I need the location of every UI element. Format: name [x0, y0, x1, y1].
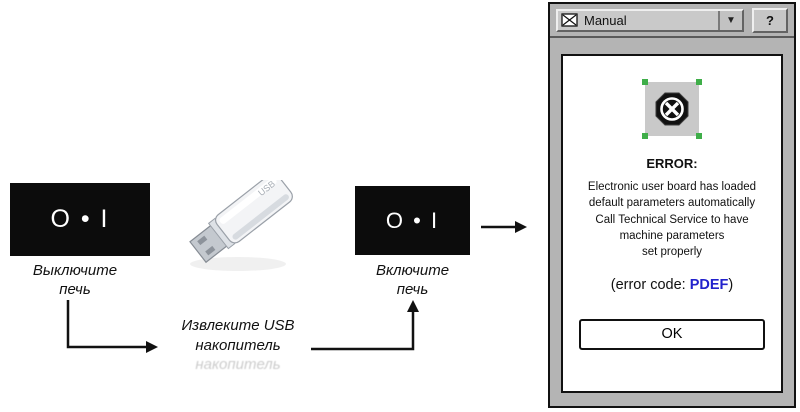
usb-drive-image: USB — [168, 173, 318, 285]
dropdown-arrow-button[interactable]: ▼ — [718, 10, 742, 30]
power-switch-symbol: O • I — [50, 205, 110, 233]
arrow-up-icon — [407, 300, 419, 312]
error-title: ERROR: — [646, 156, 698, 171]
manual-dialog: Manual ▼ ? ERROR: — [548, 2, 796, 408]
help-button[interactable]: ? — [752, 7, 788, 33]
dialog-body: ERROR: Electronic user board has loaded … — [550, 38, 794, 406]
error-code-value: PDEF — [689, 276, 729, 293]
selection-handle — [696, 79, 702, 85]
help-button-label: ? — [766, 12, 774, 28]
remove-usb-ghost-text: накопитель — [195, 356, 281, 373]
selection-handle — [642, 133, 648, 139]
error-code-line: (error code: PDEF) — [610, 276, 734, 293]
checkbox-x-icon — [561, 13, 578, 27]
switch-on-label: Включите печь — [375, 262, 450, 298]
chevron-down-icon: ▼ — [726, 14, 736, 26]
error-octagon-icon — [655, 92, 689, 126]
manual-dropdown[interactable]: Manual ▼ — [556, 8, 744, 32]
dropdown-label: Manual — [584, 12, 627, 28]
error-icon-box — [642, 79, 702, 139]
power-switch-off-image: O • I — [10, 183, 150, 256]
selection-handle — [642, 79, 648, 85]
selection-handle — [696, 133, 702, 139]
switch-off-label: Выключите печь — [32, 262, 118, 298]
arrow-right-icon — [515, 221, 527, 233]
error-panel: ERROR: Electronic user board has loaded … — [561, 54, 783, 393]
error-message: Electronic user board has loaded default… — [587, 181, 757, 259]
ok-button[interactable]: OK — [578, 318, 766, 350]
power-switch-on-image: O • I — [355, 186, 470, 255]
dialog-titlebar: Manual ▼ ? — [550, 4, 794, 38]
arrow-right-icon — [146, 341, 158, 353]
power-switch-symbol: O • I — [385, 207, 440, 233]
usb-drive-graphic: USB — [189, 173, 293, 271]
remove-usb-label: Извлеките USB накопитель накопитель — [163, 316, 313, 375]
